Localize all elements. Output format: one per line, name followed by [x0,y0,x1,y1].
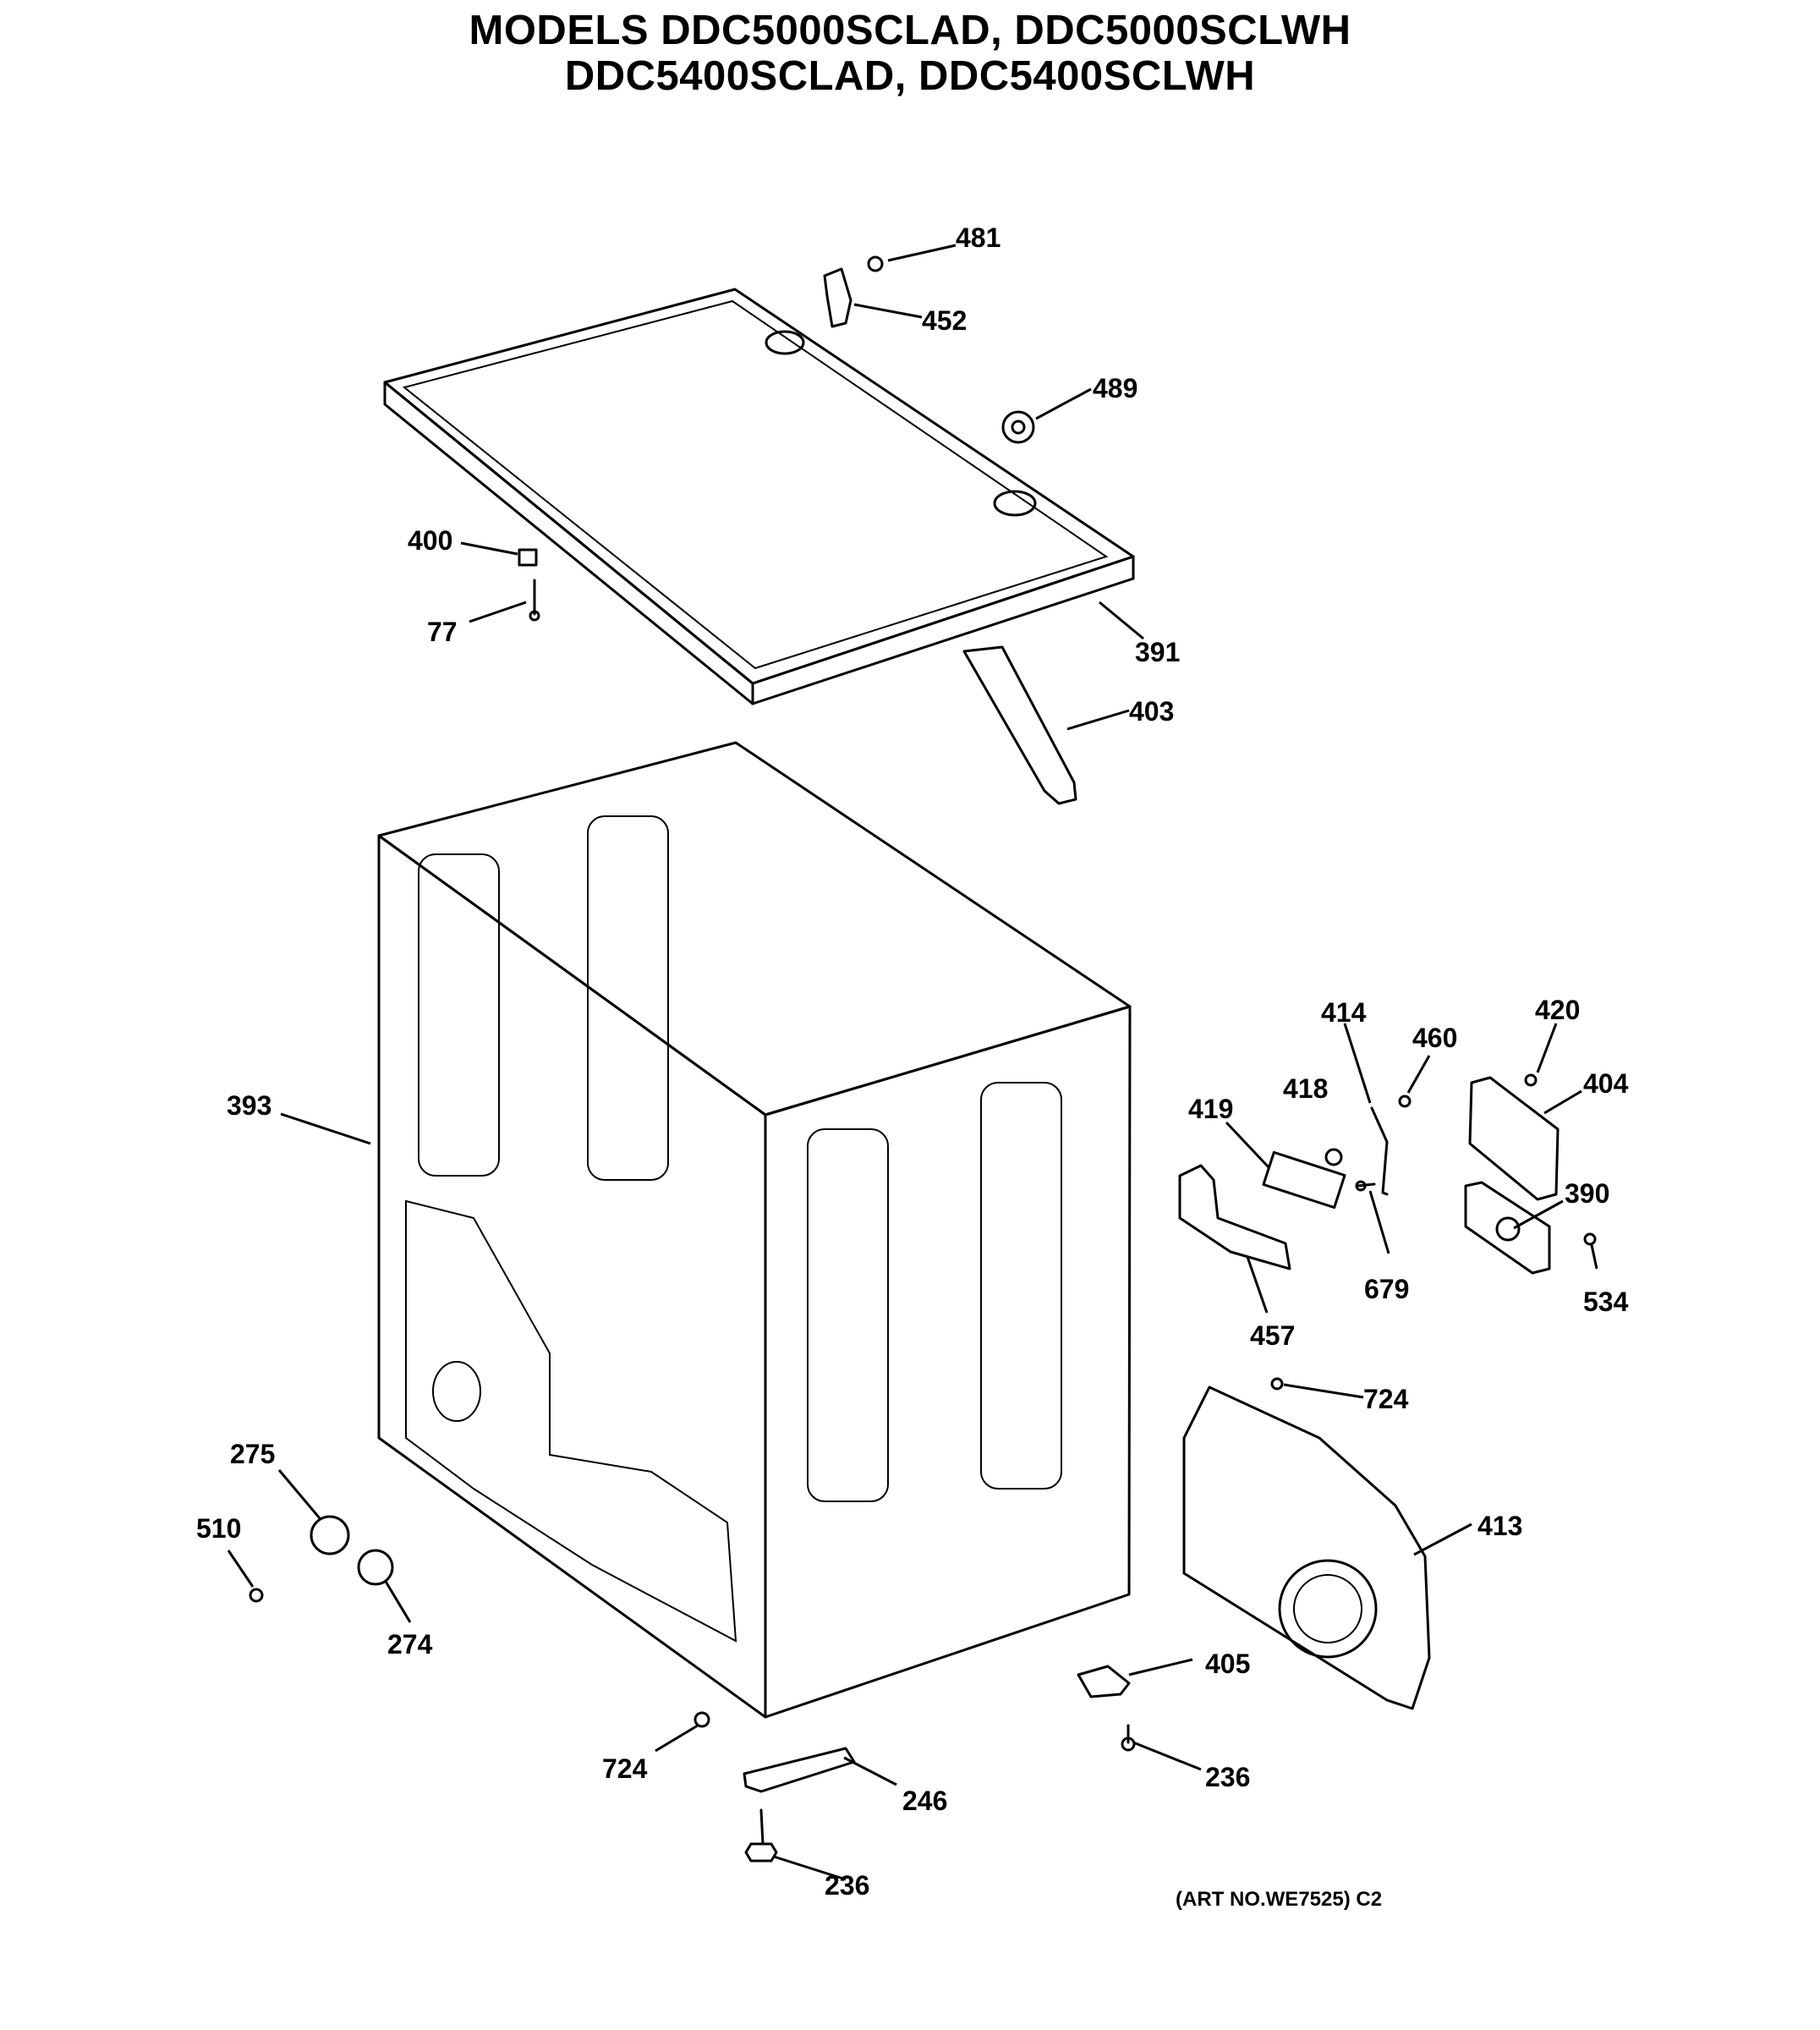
screw-420[interactable] [1524,1073,1538,1087]
screw-534[interactable] [1583,1232,1597,1246]
callout-724-rear: 724 [1363,1384,1409,1414]
callout-275: 275 [230,1439,275,1469]
screw-724-front[interactable] [693,1711,710,1728]
callout-400: 400 [408,525,452,556]
terminal-block-419[interactable] [1262,1150,1346,1210]
callout-457: 457 [1250,1320,1295,1351]
leader-lines [227,244,1598,1881]
strap-403[interactable] [962,645,1077,805]
rear-panel[interactable] [1182,1385,1431,1710]
callout-404: 404 [1583,1068,1629,1099]
callout-420: 420 [1535,995,1580,1025]
bracket-405[interactable] [1077,1665,1131,1698]
screw-510[interactable] [249,1588,264,1603]
screw-724-rear[interactable] [1270,1377,1284,1391]
bracket-457[interactable] [1178,1164,1291,1270]
cover-404[interactable] [1468,1076,1560,1201]
callout-534: 534 [1583,1287,1629,1317]
callout-405: 405 [1205,1649,1250,1679]
screw-236-right[interactable] [1121,1724,1136,1752]
top-panel[interactable] [383,288,1135,705]
callout-236-right: 236 [1205,1762,1250,1792]
callout-460: 460 [1412,1023,1457,1053]
callout-724-front: 724 [602,1753,648,1784]
callout-236-bottom: 236 [825,1870,869,1901]
callout-452: 452 [922,305,967,336]
callout-481: 481 [956,222,1000,253]
screw-77[interactable] [529,579,540,622]
title-line-1: MODELS DDC5000SCLAD, DDC5000SCLWH [469,8,1351,53]
callout-413: 413 [1477,1511,1522,1541]
callout-390: 390 [1565,1178,1609,1209]
callout-391: 391 [1135,637,1180,667]
cabinet[interactable] [377,741,1132,1719]
callout-77: 77 [427,617,458,647]
callout-393: 393 [227,1090,271,1121]
bracket-246[interactable] [743,1747,856,1793]
title-line-2: DDC5400SCLAD, DDC5400SCLWH [564,53,1256,99]
callout-403: 403 [1129,696,1174,727]
screw-679[interactable] [1355,1180,1376,1192]
clip-nut-400[interactable] [518,548,538,567]
leveling-leg-236[interactable] [744,1808,778,1863]
strap-414[interactable] [1370,1106,1389,1196]
callout-419: 419 [1188,1094,1233,1124]
thermal-fuse-274[interactable] [357,1549,394,1586]
callout-510: 510 [196,1513,241,1544]
callout-418: 418 [1283,1073,1328,1104]
callout-489: 489 [1093,373,1138,403]
art-number: (ART NO.WE7525) C2 [1176,1888,1383,1911]
screw-460[interactable] [1398,1095,1412,1108]
callout-246: 246 [902,1786,947,1816]
top-screw-481[interactable] [867,255,884,272]
callout-679: 679 [1364,1274,1409,1304]
plate-390[interactable] [1464,1181,1551,1275]
top-panel-hinge-clip[interactable] [823,267,852,328]
callout-414: 414 [1321,997,1367,1028]
thermostat-275[interactable] [310,1515,350,1555]
top-panel-bumper-489[interactable] [1001,410,1035,444]
callout-labels: 481 452 489 400 77 391 403 393 414 460 4… [196,222,1629,1901]
nut-418[interactable] [1324,1148,1343,1166]
callout-274: 274 [387,1629,433,1660]
